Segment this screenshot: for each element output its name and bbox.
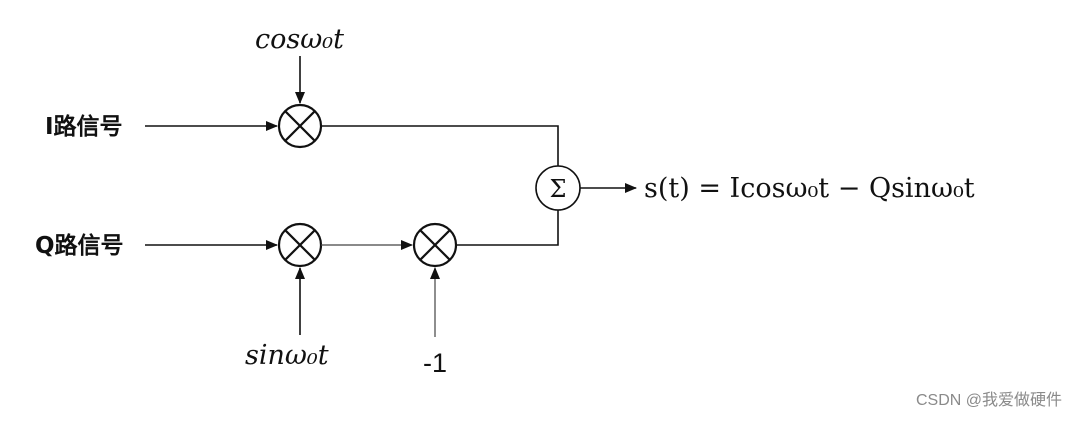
- sin-carrier-label: sinω₀t: [245, 340, 329, 371]
- q-input-label: Q路信号: [35, 232, 124, 259]
- i-input-label: I路信号: [45, 113, 123, 140]
- q-to-summer-line: [456, 210, 559, 246]
- cos-carrier-label: cosω₀t: [255, 24, 344, 55]
- neg-one-label: -1: [423, 348, 447, 378]
- output-equation: s(t) = Icosω₀t − Qsinω₀t: [644, 173, 975, 204]
- negation-multiplier: [412, 222, 458, 268]
- q-multiplier: [277, 222, 323, 268]
- sigma-symbol: Σ: [550, 175, 567, 203]
- summer-node: Σ: [535, 165, 581, 211]
- watermark: CSDN @我爱做硬件: [915, 392, 1062, 409]
- i-to-summer-line: [321, 125, 559, 166]
- i-multiplier: [277, 103, 323, 149]
